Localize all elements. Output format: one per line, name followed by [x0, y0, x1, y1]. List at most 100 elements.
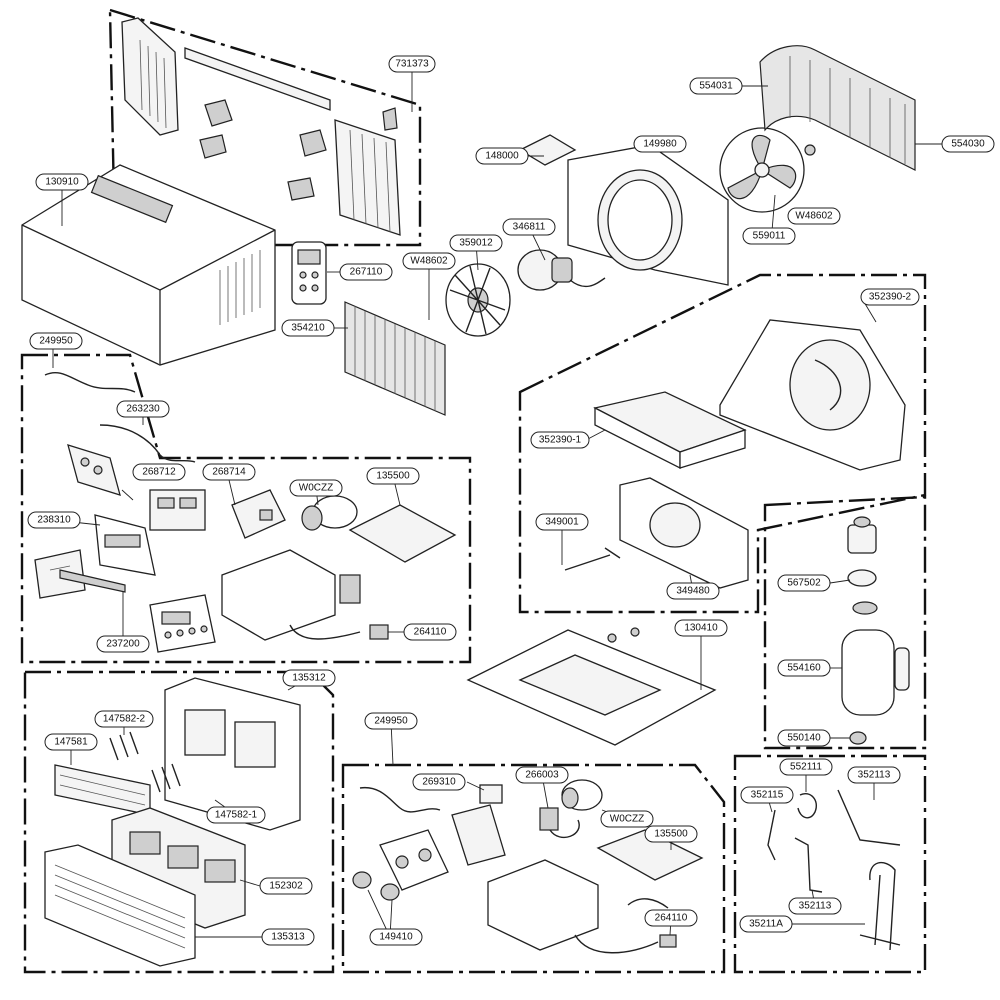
label-text-249950-upper: 249950 [39, 336, 73, 347]
fan-nut [804, 144, 816, 156]
label-266003: 266003 [515, 766, 569, 784]
group-outline-installation-kit [108, 8, 422, 247]
tube-352115 [767, 809, 776, 861]
label-text-147582-2: 147582-2 [103, 714, 146, 725]
label-130410: 130410 [674, 619, 728, 637]
terminal-cover [847, 569, 877, 587]
label-352390-2: 352390-2 [860, 288, 920, 306]
group-outline-lower-control [341, 763, 726, 974]
label-135312: 135312 [282, 669, 336, 687]
label-text-147581: 147581 [54, 737, 88, 748]
side-curtain-right [334, 119, 401, 236]
label-554160: 554160 [777, 659, 831, 677]
label-text-554031: 554031 [699, 81, 733, 92]
label-text-552111: 552111 [790, 762, 822, 773]
label-text-W48602-outer: W48602 [795, 211, 833, 222]
capacitor-upper [301, 495, 358, 531]
group-outline-control-box [20, 353, 472, 664]
label-W48602-inner: W48602 [402, 252, 456, 270]
control-box-lower [487, 859, 599, 951]
label-text-268714: 268714 [212, 467, 246, 478]
top-rail [184, 47, 331, 111]
label-268712: 268712 [132, 463, 186, 481]
label-text-135313: 135313 [271, 932, 305, 943]
label-text-550140: 550140 [787, 733, 821, 744]
power-pcb [231, 489, 286, 539]
label-359012: 359012 [449, 234, 503, 252]
side-curtain-left [121, 17, 179, 136]
label-text-349001: 349001 [545, 517, 579, 528]
label-147581: 147581 [44, 733, 98, 751]
switch-assembly-lower [574, 898, 677, 954]
label-354210: 354210 [281, 319, 335, 337]
switch-assembly [289, 624, 389, 640]
label-149980: 149980 [633, 135, 687, 153]
display-pcb [149, 489, 206, 531]
label-135313: 135313 [261, 928, 315, 946]
label-249950-upper: 249950 [29, 332, 83, 350]
label-text-135500-upper: 135500 [376, 471, 410, 482]
label-W0CZZ-lower: W0CZZ [600, 810, 654, 828]
label-267110: 267110 [339, 263, 393, 281]
condenser-fan-blade [719, 127, 805, 213]
label-text-559011: 559011 [753, 231, 786, 242]
label-567502: 567502 [777, 574, 831, 592]
blower-wheel [445, 263, 511, 337]
capacitor-lower [561, 779, 603, 811]
scroll-assembly [619, 477, 749, 589]
label-554031: 554031 [689, 77, 743, 95]
front-grille [44, 844, 196, 967]
label-text-135500-lower: 135500 [654, 829, 688, 840]
label-269310: 269310 [412, 773, 466, 791]
label-text-238310: 238310 [37, 515, 71, 526]
label-text-554160: 554160 [787, 663, 821, 674]
group-outline-compressor [763, 495, 927, 750]
label-W48602-outer: W48602 [787, 207, 841, 225]
label-text-148000: 148000 [485, 151, 519, 162]
label-text-130410: 130410 [684, 623, 718, 634]
wire-harness-upper [44, 371, 136, 393]
label-callouts: 731373 554031 554030 148000 149980 13091… [27, 55, 995, 946]
control-box-cover-lower [596, 829, 704, 881]
label-135500-upper: 135500 [366, 467, 420, 485]
shroud [567, 144, 729, 286]
label-text-130910: 130910 [45, 177, 79, 188]
thermostat [539, 807, 580, 839]
label-35211A: 35211A [739, 915, 793, 933]
label-264110-upper: 264110 [403, 623, 457, 641]
control-strip [59, 569, 126, 593]
group-outlines [20, 8, 927, 974]
label-text-567502: 567502 [787, 578, 821, 589]
motor-mount-plate [518, 134, 577, 166]
label-135500-lower: 135500 [644, 825, 698, 843]
label-149410: 149410 [369, 928, 423, 946]
label-552111: 552111 [779, 758, 833, 776]
label-249950-lower: 249950 [364, 712, 418, 730]
fan-motor [517, 249, 606, 291]
label-text-352115: 352115 [751, 790, 784, 801]
label-237200: 237200 [96, 635, 150, 653]
label-text-269310: 269310 [422, 777, 456, 788]
group-outline-refrigerant-tubes [733, 754, 927, 974]
label-text-249950-lower: 249950 [374, 716, 408, 727]
label-text-554030: 554030 [951, 139, 985, 150]
cabinet [21, 164, 276, 366]
label-text-237200: 237200 [106, 639, 140, 650]
label-text-352390-1: 352390-1 [539, 435, 582, 446]
label-text-264110-lower: 264110 [655, 913, 688, 924]
base-pan [466, 627, 717, 746]
label-text-352113-upper: 352113 [858, 770, 891, 781]
grommet [849, 731, 867, 745]
label-554030: 554030 [941, 135, 995, 153]
compressor [841, 601, 910, 716]
label-264110-lower: 264110 [644, 909, 698, 927]
rotary-switch [479, 784, 503, 804]
thermistor-probe [564, 547, 621, 571]
label-text-152302: 152302 [269, 881, 303, 892]
label-352390-1: 352390-1 [530, 431, 590, 449]
label-352115: 352115 [740, 786, 794, 804]
filter-holder [593, 391, 747, 470]
label-text-263230: 263230 [126, 404, 160, 415]
label-text-354210: 354210 [291, 323, 325, 334]
